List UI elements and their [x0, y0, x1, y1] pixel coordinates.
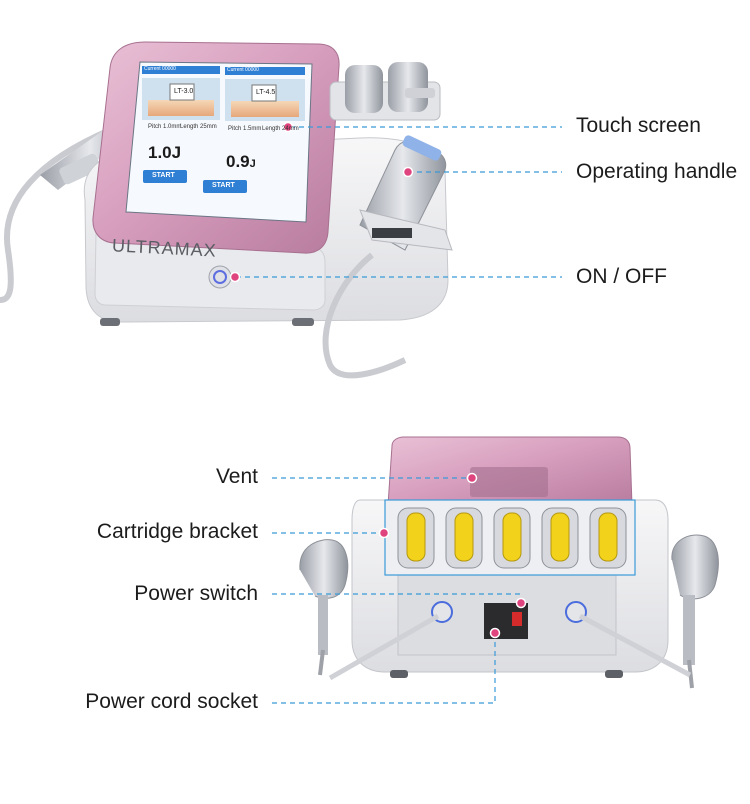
right-length: Length 24mm [262, 126, 299, 132]
left-energy-readout: 1.0J [148, 143, 181, 162]
left-cartridge-label: LT-3.0 [174, 88, 194, 95]
right-start-label[interactable]: START [212, 182, 235, 189]
back-device [299, 436, 719, 689]
left-pitch: Pitch 1.0mm [148, 124, 182, 130]
right-pitch: Pitch 1.5mm [228, 126, 262, 132]
vent-grille [470, 467, 548, 497]
label-on-off: ON / OFF [576, 265, 667, 288]
left-start-button[interactable] [143, 170, 187, 183]
left-length: Length 25mm [180, 124, 217, 130]
label-vent: Vent [215, 465, 258, 488]
right-cartridge-label: LT-4.5 [256, 89, 276, 96]
left-header: Current 00000 [144, 66, 176, 72]
label-touch-screen: Touch screen [576, 114, 701, 137]
right-start-button[interactable] [203, 180, 247, 193]
top-cartridges [329, 62, 441, 121]
callout-dots [229, 121, 527, 639]
label-power-cord-socket: Power cord socket [85, 690, 258, 713]
label-power-switch: Power switch [134, 582, 258, 605]
power-button[interactable] [208, 265, 232, 289]
label-cartridge-bracket: Cartridge bracket [96, 520, 258, 543]
back-left-handle [299, 539, 349, 676]
left-start-label[interactable]: START [152, 172, 175, 179]
right-header: Current 00000 [227, 67, 259, 73]
screen-left-panel: 1.0J [142, 66, 220, 183]
operating-handle[interactable] [359, 134, 453, 251]
label-operating-handle: Operating handle [576, 160, 738, 183]
right-energy-readout: 0.9J [226, 152, 256, 171]
screen-right-panel [203, 67, 305, 193]
back-right-handle [671, 534, 719, 689]
cartridge-bracket [384, 499, 636, 576]
